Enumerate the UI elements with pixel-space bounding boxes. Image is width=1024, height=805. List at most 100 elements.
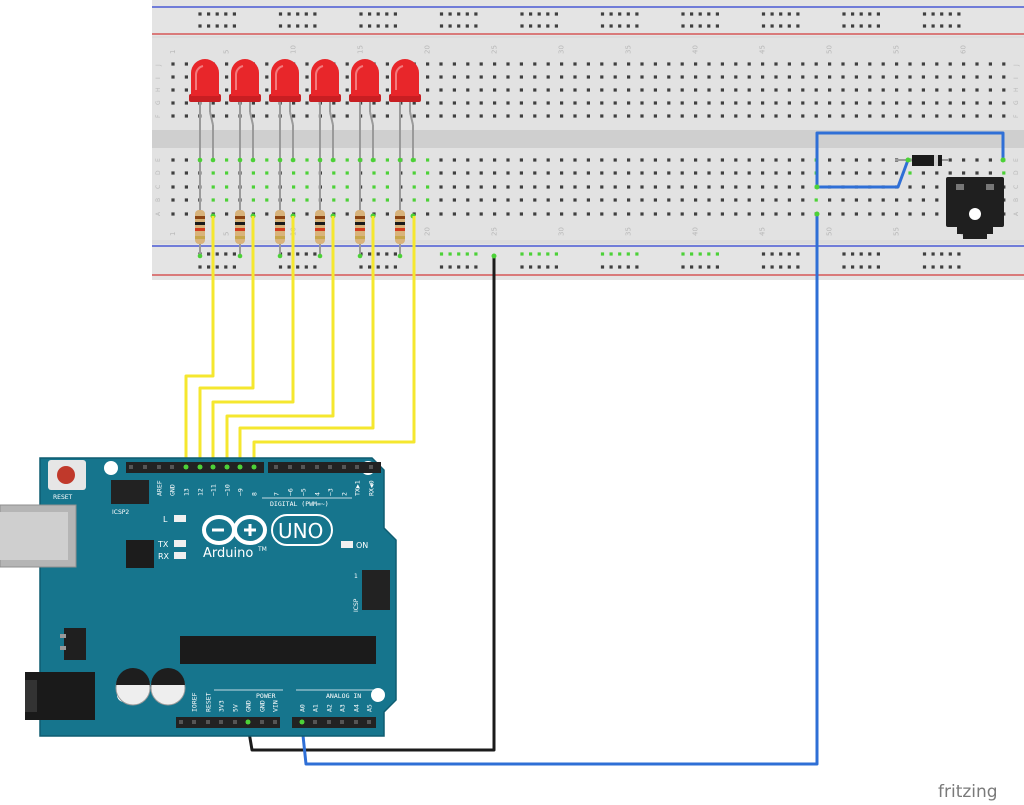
icsp2-header [111,480,149,504]
column-number: 50 [826,45,834,54]
resistor [395,160,416,259]
digital-header-high [268,462,381,473]
red-led [309,59,341,163]
power-header [176,717,280,728]
tx-led [174,540,186,547]
digital-pin-label: 2 [341,492,349,496]
arduino-wire-ends [183,464,305,725]
column-number: 5 [223,232,231,236]
resistors [195,160,416,259]
column-number: 15 [357,45,365,54]
row-letter: B [1013,198,1020,202]
on-led [341,541,353,548]
row-letter: J [1013,64,1020,67]
column-number: 30 [558,45,566,54]
diode [895,155,948,166]
row-letter: I [155,77,162,79]
digital-pin-label: AREF [156,480,164,496]
leds [189,59,421,163]
logo-text: Arduino [203,546,253,561]
digital-pin-label: 13 [183,488,191,496]
power-pin-label: IOREF [191,692,199,712]
red-led [389,59,421,163]
row-letter: J [155,64,162,67]
column-number: 10 [290,45,298,54]
row-letter: F [1013,114,1020,118]
wire-pin9 [238,216,375,464]
analog-pin-label: A2 [326,704,334,712]
column-number: 45 [759,45,767,54]
row-letter: B [155,198,162,202]
column-number: 55 [893,45,901,54]
power-label: POWER [256,692,276,700]
column-number: 35 [625,45,633,54]
analog-pin-label: A4 [353,704,361,712]
row-letter: G [1013,100,1020,105]
power-pin-label: GND [259,700,267,712]
wire-pin11 [211,216,295,464]
reset-label: RESET [53,494,73,501]
row-letter: E [1013,158,1020,162]
icsp2-label: ICSP2 [112,509,129,516]
digital-header-low [126,462,264,473]
red-led [229,59,261,163]
row-letter: D [1013,170,1020,175]
sensor-wire-diode [817,159,910,189]
light-sensor [946,177,1004,239]
red-led [189,59,221,163]
uno-label: UNO [278,519,323,543]
resistor [315,160,336,259]
column-number: 30 [558,227,566,236]
icsp-header [362,570,390,610]
row-letter: H [1013,87,1020,92]
row-letter: H [155,87,162,92]
analog-pin-label: A1 [312,704,320,712]
bottom-pin-holes [179,720,371,724]
column-number: 5 [223,50,231,54]
digital-pin-label: 7 [273,492,281,496]
resistor [275,160,296,259]
row-letter: A [155,211,162,216]
analog-pin-label: A3 [339,704,347,712]
row-letter: I [1013,77,1020,79]
red-led [349,59,381,163]
ground-wire [246,256,496,752]
voltage-regulator [64,628,86,660]
column-number: 20 [424,45,432,54]
yellow-jumper-wires [184,216,416,464]
power-pin-label: VIN [272,700,280,712]
fritzing-watermark: fritzing [938,782,998,802]
on-label: ON [356,541,368,550]
row-letter: D [155,170,162,175]
column-number: 60 [960,45,968,54]
column-number: 1 [169,232,177,236]
digital-pin-label: GND [169,484,177,496]
atmega-chip [180,636,376,664]
power-pin-label: 3V3 [218,700,226,712]
analog-header [292,717,376,728]
arduino-logo [202,515,267,545]
rx-led [174,552,186,559]
digital-pin-label: ~11 [210,484,218,496]
digital-pin-label: 4 [314,492,322,496]
power-pin-label: RESET [205,692,213,712]
row-letter: C [1013,185,1020,189]
l-label: L [163,515,168,524]
row-letter: E [155,158,162,162]
sensor-wire-top [815,131,1005,187]
column-number: 25 [491,227,499,236]
column-number: 1 [169,50,177,54]
wire-pin12 [198,216,255,464]
rx-label: RX [158,552,170,561]
power-pin-label: GND [245,700,253,712]
uno-badge [271,514,333,546]
analog-pin-label: A5 [366,704,374,712]
icsp-label: ICSP [353,598,360,612]
digital-pin-label: TX▶1 [354,480,362,496]
column-number: 20 [424,227,432,236]
digital-pin-label: RX◀0 [368,480,376,496]
